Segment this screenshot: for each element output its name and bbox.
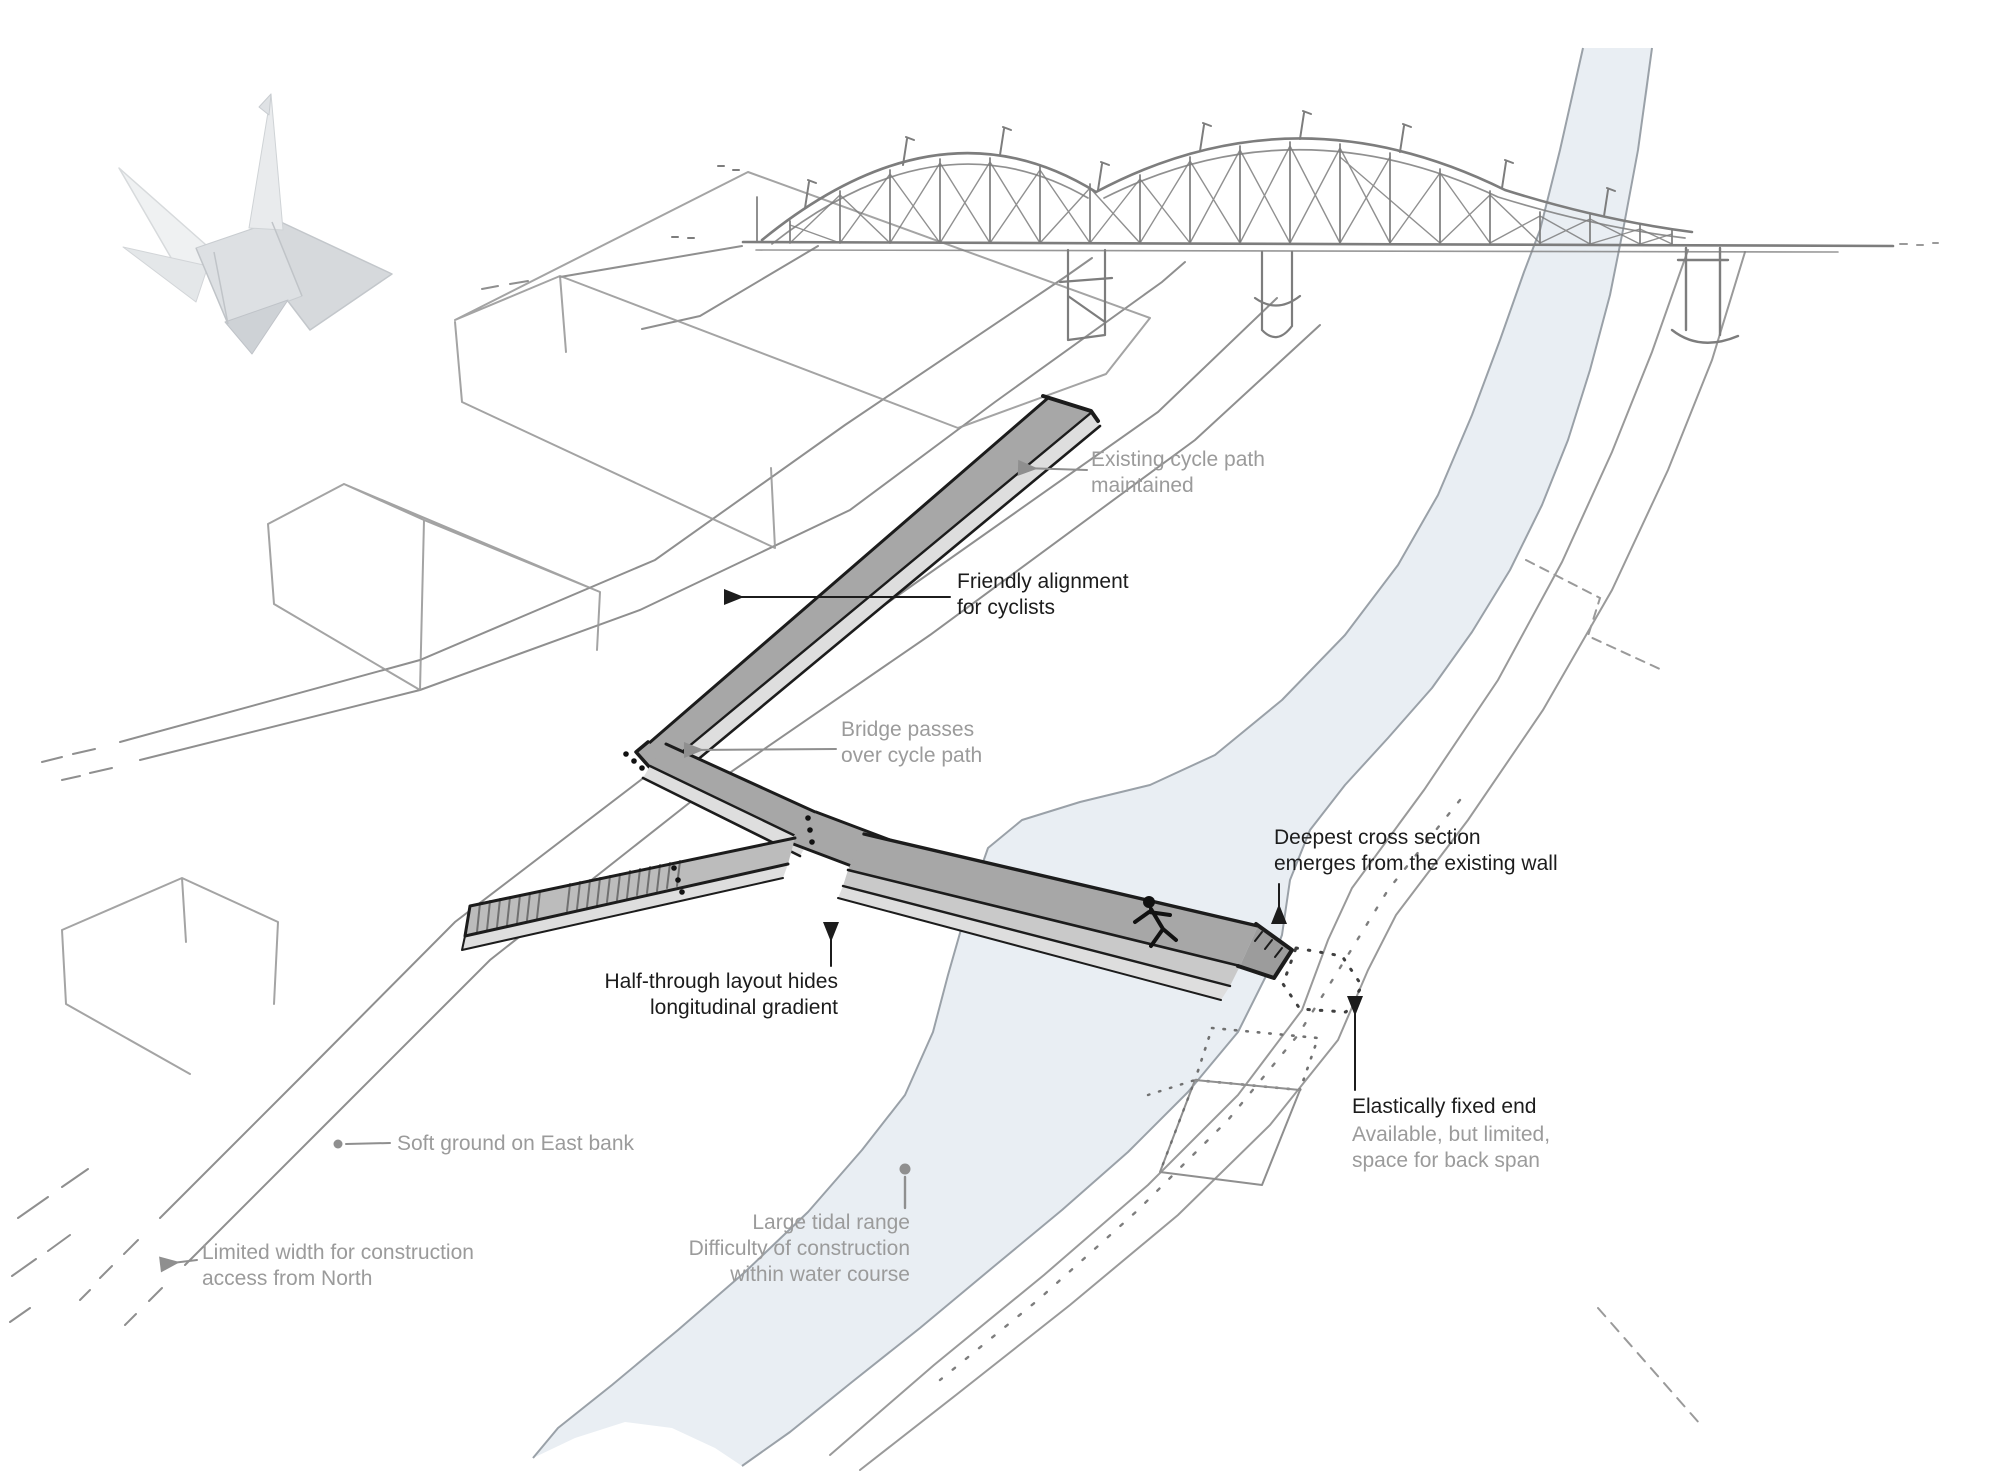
quay-dotted-line bbox=[938, 798, 1462, 1382]
span-east-end bbox=[1240, 926, 1292, 978]
truss-verticals bbox=[756, 141, 1673, 245]
truss-diagonals bbox=[789, 145, 1673, 245]
road-dashes bbox=[41, 748, 113, 781]
annotation-half-through: Half-through layout hides longitudinal g… bbox=[604, 970, 838, 1019]
ramp-north-end-cap bbox=[1041, 394, 1100, 423]
south-building bbox=[61, 877, 279, 1075]
arrow-bridge-passes bbox=[683, 742, 837, 759]
arrow-limited-width bbox=[159, 1256, 198, 1273]
leader-tidal-pin bbox=[899, 1163, 911, 1210]
annotation-elastically-fixed-title: Elastically fixed end bbox=[1352, 1095, 1537, 1118]
annotation-limited-width: Limited width for construction access fr… bbox=[202, 1241, 474, 1290]
dashed-building-side bbox=[1146, 1078, 1197, 1174]
corner-dashes bbox=[1597, 1307, 1701, 1425]
pedestrian-figure bbox=[1133, 896, 1178, 948]
stair-treads bbox=[476, 860, 681, 933]
stair-ramp bbox=[465, 838, 795, 936]
quay-line bbox=[829, 249, 1689, 1456]
truss-arch-1-inner bbox=[771, 163, 1089, 245]
deck-line-dashes bbox=[1899, 242, 1939, 246]
truss-arch-2-inner bbox=[1103, 148, 1686, 239]
main-span-parapet bbox=[843, 870, 1240, 986]
west-buildings bbox=[61, 171, 1151, 1075]
truss-deck bbox=[741, 240, 1895, 248]
annotation-existing-cycle-path: Existing cycle path maintained bbox=[1091, 448, 1265, 497]
main-span-parapet-2 bbox=[838, 886, 1230, 1000]
quay-wall-zigzag bbox=[1525, 559, 1663, 671]
road-line bbox=[139, 261, 1186, 761]
quay-line bbox=[859, 251, 1746, 1471]
truss-lamp-posts bbox=[804, 110, 1616, 217]
rail-dashes bbox=[9, 1168, 89, 1323]
truss-left-dashes bbox=[671, 165, 740, 239]
mid-building bbox=[267, 483, 601, 691]
river-west-bank-line bbox=[532, 47, 1584, 1459]
upper-ramp-parapet bbox=[670, 412, 1100, 776]
arrow-existing-cycle-path bbox=[1017, 459, 1088, 476]
truss-pier-west bbox=[1058, 248, 1114, 342]
annotation-bridge-passes: Bridge passes over cycle path bbox=[841, 718, 983, 767]
annotation-elastically-fixed-sub: Available, but limited, space for back s… bbox=[1352, 1123, 1551, 1172]
east-bank-buildings bbox=[1146, 1026, 1320, 1186]
new-bridge bbox=[461, 394, 1364, 1014]
truss-pier-east bbox=[1670, 246, 1740, 344]
cycle-path-dashes bbox=[79, 1239, 139, 1301]
existing-truss-bridge bbox=[671, 110, 1895, 344]
river-east-bank-line bbox=[741, 47, 1653, 1467]
lower-leg-deck bbox=[650, 744, 824, 842]
lower-leg-parapet bbox=[643, 766, 808, 856]
truss-deck-inner bbox=[755, 249, 1839, 253]
joint-dots bbox=[623, 751, 815, 895]
road-line bbox=[119, 257, 1093, 743]
warehouse-building bbox=[454, 171, 1151, 549]
shore-line bbox=[481, 245, 819, 330]
upper-ramp-deck bbox=[648, 398, 1092, 762]
dotted-landing-outline bbox=[1281, 946, 1364, 1014]
annotation-tidal-range: Large tidal range Difficulty of construc… bbox=[688, 1211, 910, 1286]
stair-parapet bbox=[462, 864, 788, 950]
river bbox=[532, 47, 1653, 1467]
annotation-soft-ground: Soft ground on East bank bbox=[397, 1132, 634, 1155]
truss-arch-1 bbox=[760, 151, 1098, 242]
east-bank-roads bbox=[829, 242, 1939, 1471]
annotation-arrows bbox=[159, 459, 1363, 1273]
annotation-deepest-cross-section: Deepest cross section emerges from the e… bbox=[1274, 826, 1558, 875]
origami-crane-image bbox=[118, 93, 393, 355]
annotation-friendly-alignment: Friendly alignment for cyclists bbox=[957, 570, 1129, 619]
leader-soft-ground bbox=[333, 1139, 391, 1149]
cycle-path-dashes-2 bbox=[124, 1287, 163, 1326]
truss-pier-round bbox=[1253, 250, 1302, 339]
main-span-deck bbox=[848, 834, 1258, 966]
